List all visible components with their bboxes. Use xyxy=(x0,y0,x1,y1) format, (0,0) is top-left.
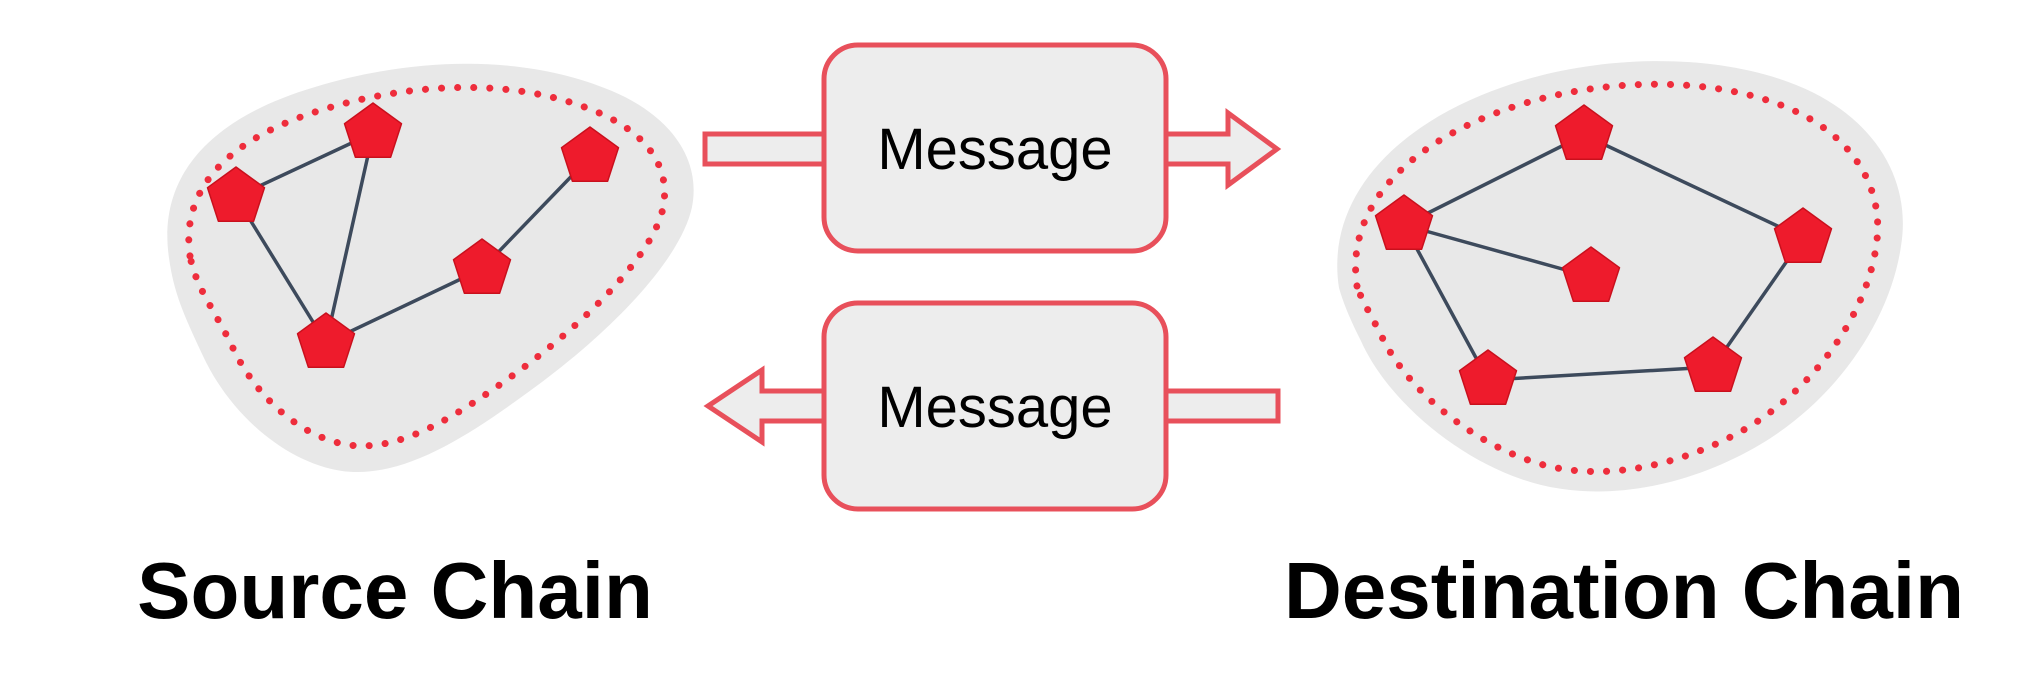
source-chain-dotted-outline xyxy=(185,83,668,450)
network-edge xyxy=(1402,224,1490,381)
destination-chain-network xyxy=(1337,61,1903,492)
message-inbound-bar-icon xyxy=(702,131,830,167)
message-inbound-bar-icon xyxy=(1161,388,1281,424)
network-edge xyxy=(1583,133,1804,240)
arrow-right-icon xyxy=(1161,108,1282,190)
network-edge xyxy=(1487,365,1714,382)
source-chain-label: Source Chain xyxy=(137,546,653,635)
destination-chain-label: Destination Chain xyxy=(1284,546,1964,635)
source-chain-network xyxy=(167,63,694,473)
network-edge xyxy=(325,267,483,345)
destination-chain-blob xyxy=(1337,61,1903,492)
message-to-source: Message xyxy=(703,300,1281,512)
arrow-left-icon xyxy=(703,365,829,447)
message-box xyxy=(821,42,1169,254)
destination-chain-dotted-outline xyxy=(1352,80,1882,476)
message-label: Message xyxy=(877,375,1112,440)
message-to-destination: Message xyxy=(702,42,1282,254)
message-label: Message xyxy=(877,117,1112,182)
network-edge xyxy=(324,132,375,344)
message-box xyxy=(821,300,1169,512)
network-edge xyxy=(1403,223,1592,279)
source-chain-blob xyxy=(167,63,694,473)
network-edge xyxy=(1403,133,1585,227)
